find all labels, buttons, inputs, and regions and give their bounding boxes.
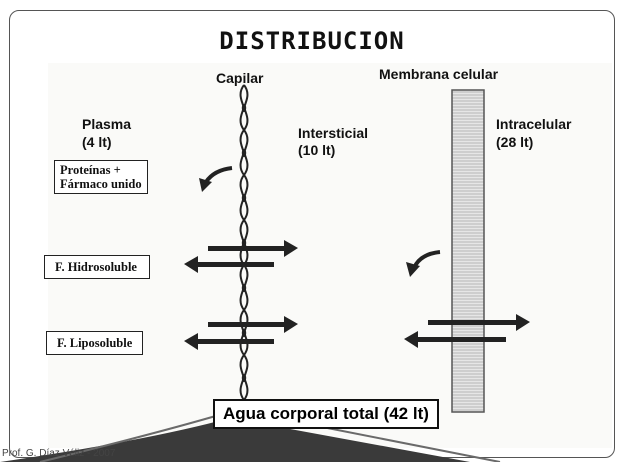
label-intracelular-volume: (28 lt) bbox=[496, 134, 534, 150]
label-intracelular: Intracelular bbox=[496, 116, 572, 132]
label-intersticial-volume: (10 lt) bbox=[298, 142, 336, 158]
box-proteinas-farmaco: Proteínas + Fármaco unido bbox=[54, 160, 148, 194]
arrows-hidrosoluble bbox=[184, 240, 298, 273]
box-hidrosoluble: F. Hidrosoluble bbox=[44, 255, 150, 279]
slide: DISTRIBUCION bbox=[9, 10, 615, 458]
label-plasma: Plasma bbox=[82, 116, 132, 132]
footer-swoosh bbox=[0, 418, 470, 462]
label-intersticial: Intersticial bbox=[298, 125, 369, 141]
label-membrana: Membrana celular bbox=[379, 66, 499, 82]
footer-credit: Prof. G. Díaz Véliz - 2007 bbox=[2, 448, 116, 459]
label-plasma-volume: (4 lt) bbox=[82, 134, 112, 150]
curved-arrow-proteins bbox=[204, 166, 233, 184]
arrows-liposoluble-capillary bbox=[184, 316, 298, 350]
cell-membrane bbox=[451, 89, 485, 413]
box-proteinas-line2: Fármaco unido bbox=[60, 177, 142, 191]
label-capilar: Capilar bbox=[216, 70, 264, 86]
box-agua-corporal-total: Agua corporal total (42 lt) bbox=[213, 399, 439, 429]
box-liposoluble: F. Liposoluble bbox=[46, 331, 144, 355]
slide-title: DISTRIBUCION bbox=[219, 27, 405, 55]
arrows-liposoluble-membrane bbox=[404, 314, 530, 348]
box-proteinas-line1: Proteínas + bbox=[60, 163, 121, 177]
